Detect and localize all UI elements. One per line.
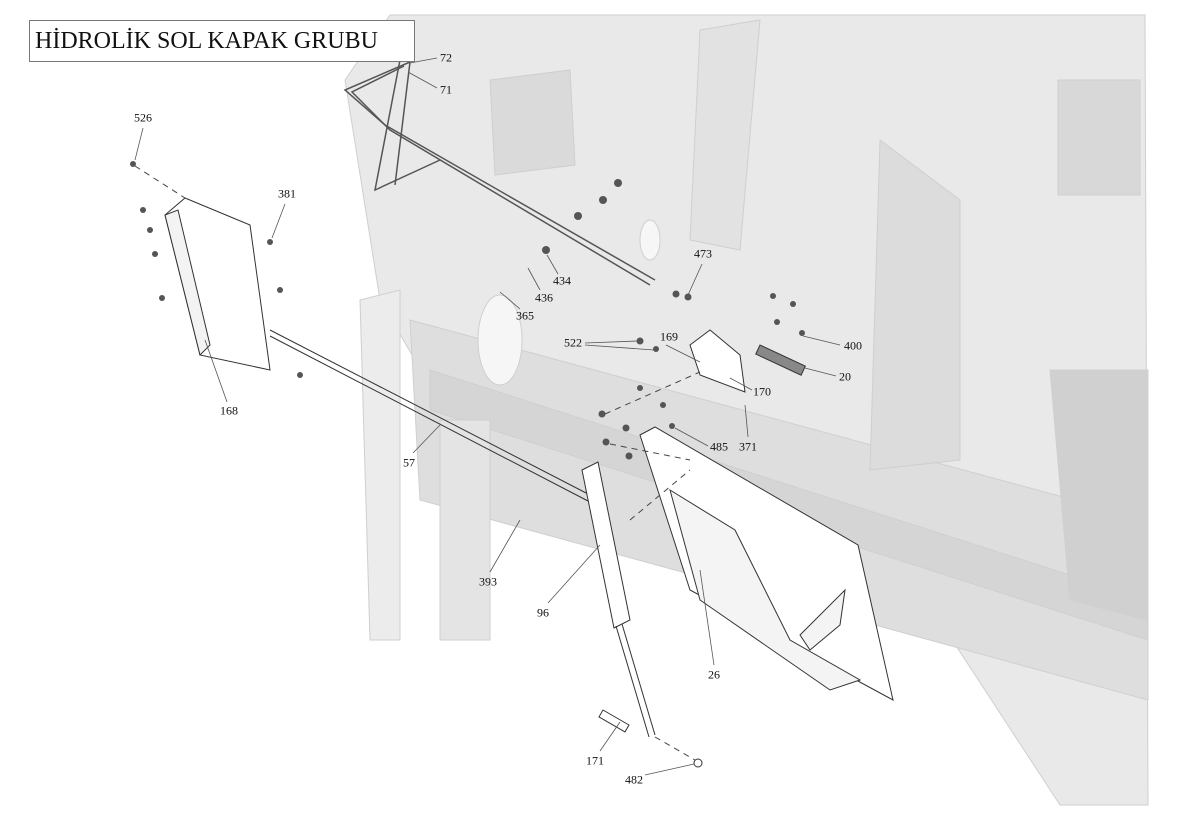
machine-body-background bbox=[344, 14, 1149, 806]
assembly-lines bbox=[134, 165, 701, 761]
callout-436: 436 bbox=[535, 290, 553, 305]
part-26-door bbox=[639, 426, 894, 701]
diagram-title: HİDROLİK SOL KAPAK GRUBU bbox=[35, 28, 378, 54]
part-20-hinge bbox=[755, 344, 806, 376]
callout-371: 371 bbox=[739, 439, 757, 454]
diagram-title-box: HİDROLİK SOL KAPAK GRUBU bbox=[29, 20, 415, 62]
callout-365: 365 bbox=[516, 308, 534, 323]
callout-171: 171 bbox=[586, 753, 604, 768]
callout-169: 169 bbox=[660, 329, 678, 344]
callout-57: 57 bbox=[403, 455, 415, 470]
callout-71: 71 bbox=[440, 82, 452, 97]
callout-168: 168 bbox=[220, 403, 238, 418]
callout-400: 400 bbox=[844, 338, 862, 353]
callout-522: 522 bbox=[564, 335, 582, 350]
callout-526: 526 bbox=[134, 110, 152, 125]
part-168-plate bbox=[164, 197, 271, 371]
part-57-shaft bbox=[269, 329, 591, 502]
callout-473: 473 bbox=[694, 246, 712, 261]
callout-482: 482 bbox=[625, 772, 643, 787]
pin-171 bbox=[598, 709, 630, 733]
callout-96: 96 bbox=[537, 605, 549, 620]
leader-lines bbox=[134, 57, 841, 776]
callout-381: 381 bbox=[278, 186, 296, 201]
callout-170: 170 bbox=[753, 384, 771, 399]
callout-72: 72 bbox=[440, 50, 452, 65]
part-96-cylinder bbox=[581, 461, 656, 738]
part-169-bracket bbox=[689, 329, 746, 393]
callout-393: 393 bbox=[479, 574, 497, 589]
fasteners bbox=[130, 161, 805, 768]
callout-26: 26 bbox=[708, 667, 720, 682]
callout-485: 485 bbox=[710, 439, 728, 454]
callout-434: 434 bbox=[553, 273, 571, 288]
hydraulic-pipes bbox=[343, 59, 656, 286]
callout-20: 20 bbox=[839, 369, 851, 384]
